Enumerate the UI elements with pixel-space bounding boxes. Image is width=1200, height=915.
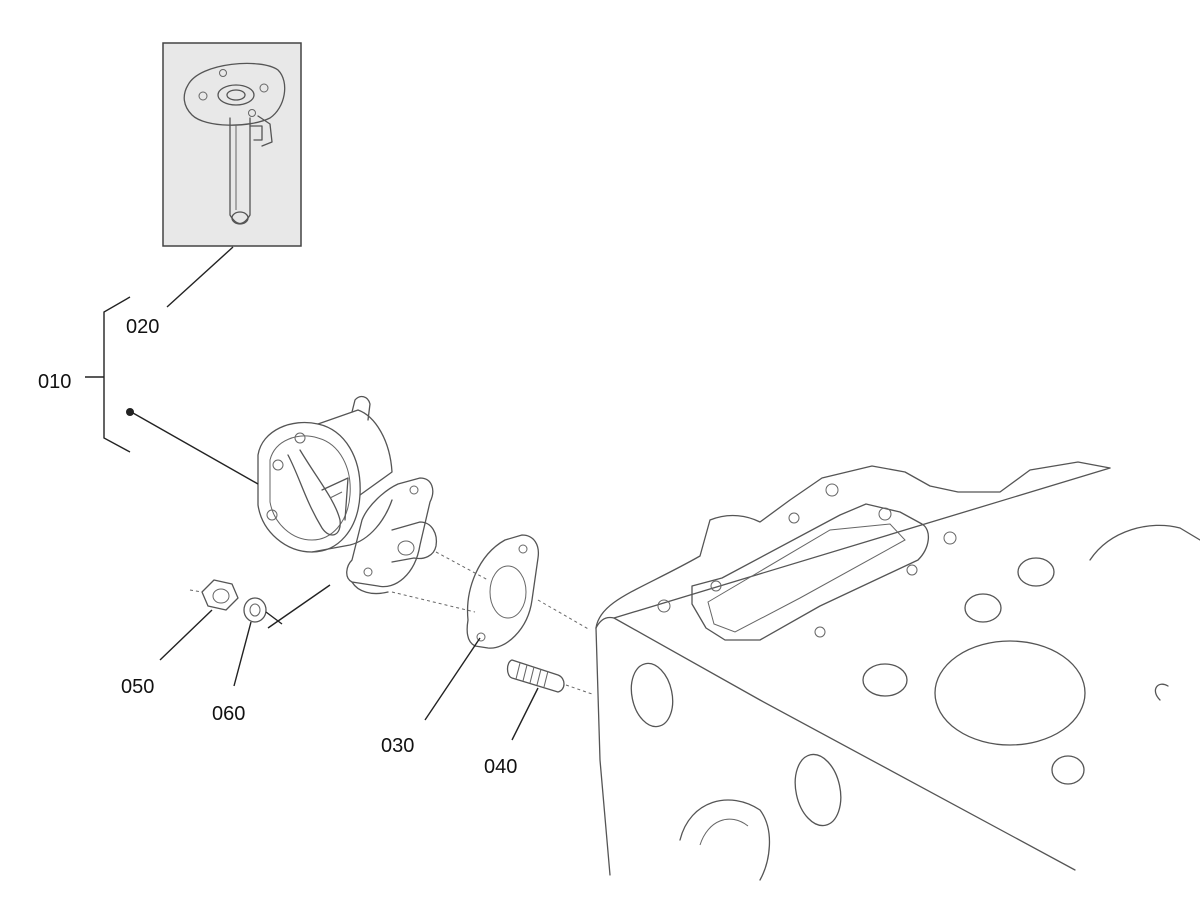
stud-bolt-drawing [506,659,593,695]
nut-drawing [189,579,239,611]
flange-drawing [183,62,286,126]
bracket-dot [126,408,134,416]
stem-drawing [229,115,273,225]
leader-050 [159,609,213,661]
engine-block-drawing [595,461,1200,881]
gasket-drawing [466,534,591,649]
leader-040 [511,687,539,741]
leader-060 [233,621,252,687]
inset-part-020 [162,42,302,247]
fuel-pump-drawing [132,395,489,629]
callout-010: 010 [38,371,71,393]
leader-030 [424,637,481,721]
callout-040: 040 [484,756,517,778]
leader-020 [166,246,234,308]
bracket-010 [85,296,131,453]
washer-drawing [243,597,283,625]
callout-050: 050 [121,676,154,698]
callout-060: 060 [212,703,245,725]
callout-020: 020 [126,316,159,338]
callout-030: 030 [381,735,414,757]
